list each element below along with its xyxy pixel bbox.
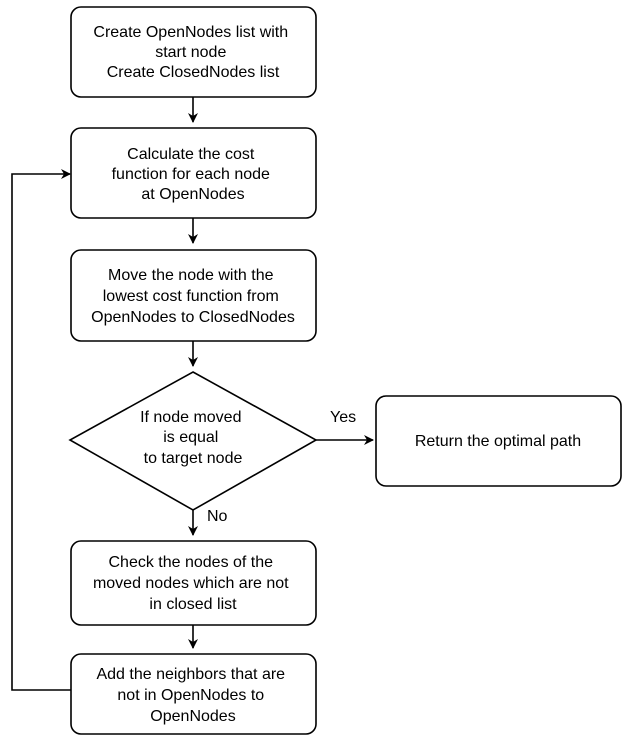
check-nodes-node-text: Check the nodes of the moved nodes which… (93, 554, 293, 613)
no-label: No (207, 508, 228, 525)
return-path-node (375, 395, 622, 487)
check-nodes-node (70, 540, 317, 626)
move-node-node-text: Move the node with the lowest cost funct… (91, 267, 295, 326)
return-path-node-text: Return the optimal path (415, 433, 581, 450)
move-node-node (70, 249, 317, 342)
init-node-text: Create OpenNodes list with start node Cr… (93, 24, 292, 81)
decision-node-text: If node moved is equal to target node (140, 409, 246, 467)
add-neighbors-node-text: Add the neighbors that are not in OpenNo… (96, 666, 289, 725)
calc-cost-node (70, 127, 317, 219)
yes-label: Yes (330, 409, 356, 426)
decision-node (68, 371, 318, 511)
edge-loop-back (11, 169, 71, 691)
calc-cost-node-text: Calculate the cost function for each nod… (112, 146, 275, 203)
add-neighbors-node (70, 653, 317, 735)
init-node (70, 6, 317, 98)
